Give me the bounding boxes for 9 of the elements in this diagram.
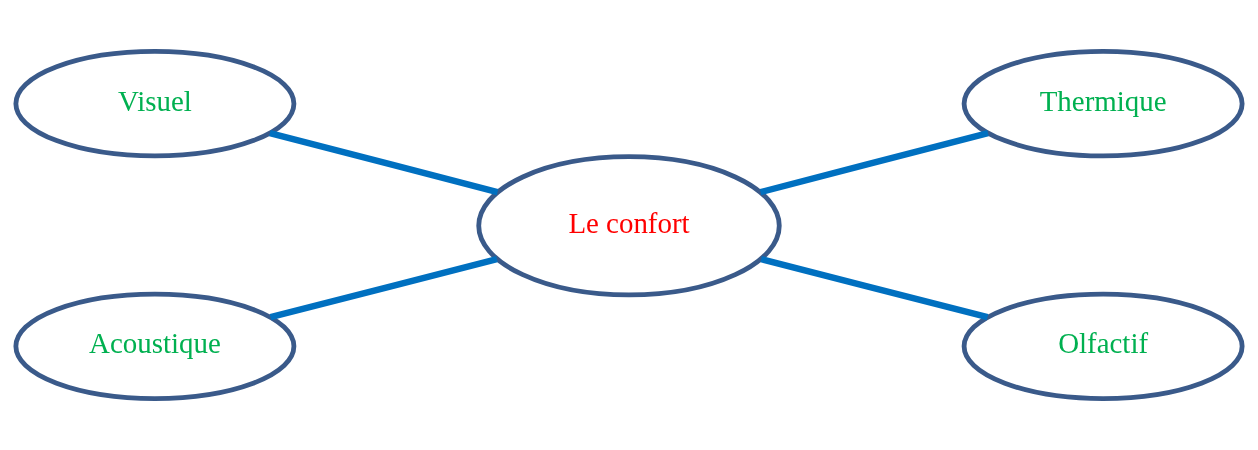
node-ellipse: Acoustique	[13, 291, 297, 401]
connector	[269, 129, 499, 196]
node-ellipse: Visuel	[13, 49, 297, 159]
connector	[759, 129, 989, 196]
node-ellipse: Le confort	[476, 154, 782, 298]
node-ellipse: Olfactif	[961, 291, 1245, 401]
connector	[269, 256, 498, 321]
connector	[760, 256, 989, 321]
node-ellipse: Thermique	[961, 49, 1245, 159]
